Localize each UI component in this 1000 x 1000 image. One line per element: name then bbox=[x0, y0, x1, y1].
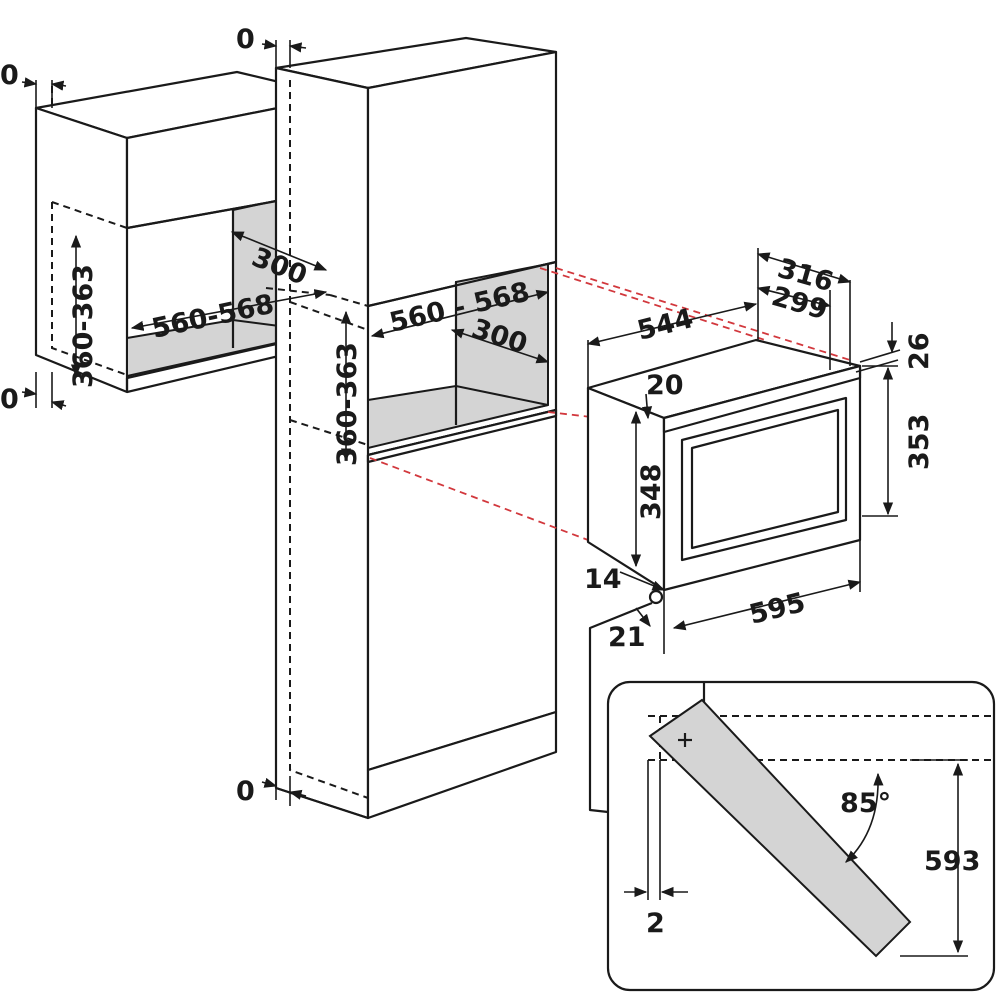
label-oven-544: 544 bbox=[634, 303, 696, 347]
label-oven-21: 21 bbox=[608, 622, 646, 653]
label-oven-595: 595 bbox=[746, 587, 808, 631]
labels: 0 0 300 560-568 360-363 0 0 560 - 568 30… bbox=[0, 24, 980, 939]
label-oven-348: 348 bbox=[636, 464, 667, 520]
label-col-height: 360-363 bbox=[332, 342, 363, 466]
label-oven-353: 353 bbox=[904, 414, 935, 470]
oven-window bbox=[690, 408, 840, 550]
tall-cabinet-dimensions bbox=[261, 39, 550, 806]
label-detail-2: 2 bbox=[646, 908, 665, 939]
door-slab bbox=[648, 698, 912, 958]
tall-cabinet bbox=[265, 36, 558, 820]
label-tl-height: 360-363 bbox=[68, 264, 99, 388]
label-oven-14: 14 bbox=[584, 564, 622, 595]
label-oven-20: 20 bbox=[646, 370, 684, 401]
detail-frame bbox=[606, 680, 996, 992]
label-detail-angle: 85° bbox=[840, 788, 891, 819]
wall-cabinet-dimensions bbox=[21, 77, 328, 411]
label-col-gap-bottom: 0 bbox=[236, 776, 255, 807]
label-tl-gap-bottom: 0 bbox=[0, 384, 19, 415]
label-tl-gap-top: 0 bbox=[0, 60, 19, 91]
label-detail-593: 593 bbox=[924, 846, 980, 877]
label-oven-26: 26 bbox=[904, 332, 935, 370]
oven bbox=[586, 338, 862, 592]
oven-dimensions bbox=[586, 248, 901, 814]
door-detail bbox=[606, 680, 996, 992]
label-col-gap-top: 0 bbox=[236, 24, 255, 55]
column-niche-floor bbox=[367, 384, 549, 450]
